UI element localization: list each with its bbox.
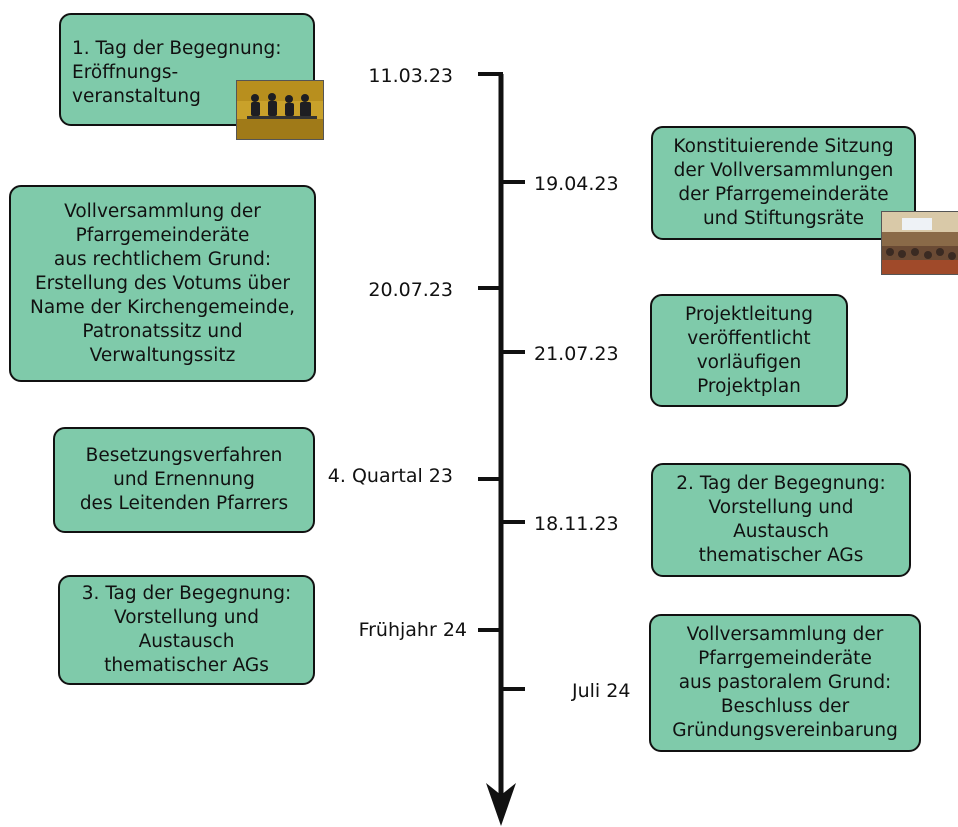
assembly-hall-photo (881, 211, 958, 275)
date-e5: 4. Quartal 23 (327, 465, 453, 487)
date-e2: 19.04.23 (534, 173, 619, 195)
event-box-e6: 2. Tag der Begegnung: Vorstellung und Au… (651, 463, 911, 577)
event-text-e8: Vollversammlung der Pfarrgemeinderäte au… (672, 624, 898, 741)
date-e3: 20.07.23 (368, 279, 453, 301)
tick-e2 (500, 180, 525, 184)
event-text-e6: 2. Tag der Begegnung: Vorstellung und Au… (676, 473, 886, 566)
event-box-e4: Projektleitung veröffentlicht vorläufige… (650, 294, 848, 407)
panel-discussion-photo (236, 80, 324, 140)
event-box-e3: Vollversammlung der Pfarrgemeinderäte au… (9, 185, 316, 382)
event-text-e2: Konstituierende Sitzung der Vollversamml… (673, 136, 894, 229)
event-text-e3: Vollversammlung der Pfarrgemeinderäte au… (30, 200, 295, 366)
event-box-e5: Besetzungsverfahren und Ernennung des Le… (53, 427, 315, 533)
event-box-e2: Konstituierende Sitzung der Vollversamml… (651, 126, 916, 240)
date-e1: 11.03.23 (368, 65, 453, 87)
event-box-e8: Vollversammlung der Pfarrgemeinderäte au… (649, 614, 921, 752)
date-e7: Frühjahr 24 (358, 619, 467, 641)
event-box-e1: 1. Tag der Begegnung: Eröffnungs- verans… (59, 13, 315, 126)
tick-e7 (478, 628, 503, 632)
tick-e8 (500, 687, 525, 691)
date-e4: 21.07.23 (534, 343, 619, 365)
event-box-e7: 3. Tag der Begegnung: Vorstellung und Au… (58, 575, 315, 685)
event-text-e7: 3. Tag der Begegnung: Vorstellung und Au… (81, 583, 292, 676)
tick-e5 (478, 477, 503, 481)
date-e6: 18.11.23 (534, 513, 619, 535)
timeline-arrowhead-icon (486, 783, 516, 826)
date-e8: Juli 24 (572, 680, 631, 702)
tick-e6 (500, 520, 525, 524)
event-text-e1: 1. Tag der Begegnung: Eröffnungs- verans… (72, 38, 282, 107)
event-text-e5: Besetzungsverfahren und Ernennung des Le… (79, 445, 289, 514)
tick-e1 (478, 72, 503, 76)
event-text-e4: Projektleitung veröffentlicht vorläufige… (685, 303, 813, 397)
tick-e3 (478, 286, 503, 290)
tick-e4 (500, 350, 525, 354)
